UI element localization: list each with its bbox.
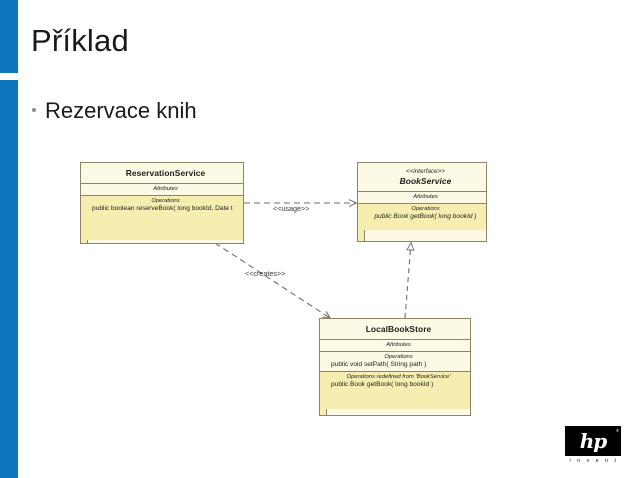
section-label-operations: Operations bbox=[411, 206, 440, 212]
slide-title: Příklad bbox=[31, 23, 129, 58]
hp-logo-tagline: i n v e n t bbox=[569, 458, 619, 464]
connector-creates bbox=[214, 242, 332, 319]
trademark-icon: ® bbox=[616, 428, 619, 433]
section-label-redefined-operations: Operations redefined from 'BookService' bbox=[346, 374, 451, 380]
section-label-operations: Operations bbox=[384, 354, 413, 360]
class-stereotype-interface: <<interface>> bbox=[406, 168, 445, 175]
bullet-dot-icon bbox=[32, 108, 36, 112]
class-section-attributes: Attributes bbox=[358, 192, 486, 204]
section-label-attributes: Attributes bbox=[386, 342, 411, 348]
class-name-book-service: <<interface>> BookService bbox=[358, 163, 486, 192]
hp-logo: hp ® i n v e n t bbox=[562, 426, 624, 464]
hp-logo-mark: hp ® bbox=[565, 426, 621, 456]
class-section-redefined-operations: Operations redefined from 'BookService' … bbox=[320, 372, 470, 409]
class-section-operations: Operations public boolean reserveBook( l… bbox=[81, 196, 243, 240]
class-section-operations: Operations public void setPath( String p… bbox=[320, 352, 470, 372]
accent-bar-bottom bbox=[0, 80, 18, 478]
operation-get-book-override: public Book getBook( long bookId ) bbox=[331, 381, 434, 388]
section-label-attributes: Attributes bbox=[413, 194, 438, 200]
operation-get-book: public Book getBook( long bookId ) bbox=[374, 213, 477, 220]
operation-reserve-book: public boolean reserveBook( long bookId,… bbox=[92, 205, 233, 212]
class-section-attributes: Attributes bbox=[320, 340, 470, 352]
bullet-text: Rezervace knih bbox=[45, 98, 197, 123]
relationship-label-usage: <<usage>> bbox=[273, 204, 310, 213]
connector-realization bbox=[404, 241, 415, 319]
class-section-attributes: Attributes bbox=[81, 184, 243, 196]
relationship-label-creates: <<creates>> bbox=[245, 269, 286, 278]
operation-set-path: public void setPath( String path ) bbox=[331, 361, 427, 368]
uml-class-local-book-store[interactable]: LocalBookStore Attributes Operations pub… bbox=[319, 318, 471, 416]
uml-class-book-service[interactable]: <<interface>> BookService Attributes Ope… bbox=[357, 162, 487, 242]
class-name-label: BookService bbox=[399, 176, 452, 186]
accent-bar-top bbox=[0, 0, 18, 73]
bullet-item: Rezervace knih bbox=[32, 98, 197, 124]
class-section-operations: Operations public Book getBook( long boo… bbox=[358, 204, 486, 230]
hp-logo-text: hp bbox=[579, 429, 608, 453]
section-label-attributes: Attributes bbox=[153, 186, 178, 192]
uml-class-reservation-service[interactable]: ReservationService Attributes Operations… bbox=[80, 162, 244, 244]
class-name-reservation-service: ReservationService bbox=[81, 163, 243, 184]
section-label-operations: Operations bbox=[151, 198, 180, 204]
class-name-local-book-store: LocalBookStore bbox=[320, 319, 470, 340]
